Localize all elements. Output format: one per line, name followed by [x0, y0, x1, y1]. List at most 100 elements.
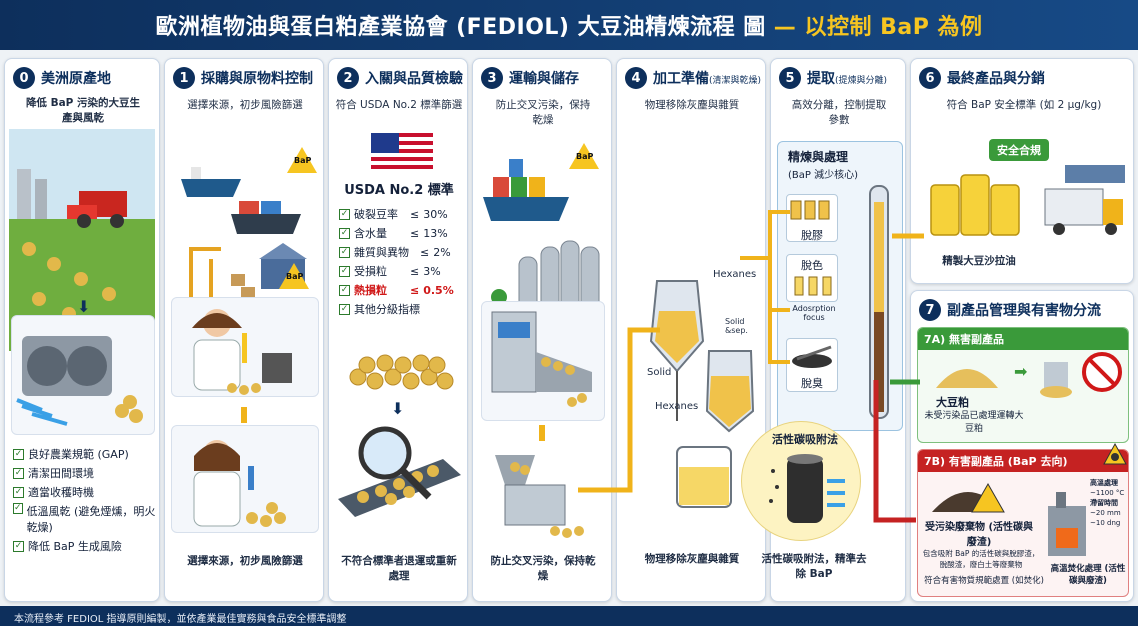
- bleaching-stage: 脫色: [786, 254, 838, 302]
- soybean-pile-icon: [349, 354, 454, 390]
- bap-warning-icon: BaP: [569, 143, 599, 169]
- step-1-bottom-text: 選擇來源，初步風險篩選: [187, 555, 303, 567]
- lab-scientist-icon: [192, 309, 292, 395]
- bap-warning-icon: BaP: [287, 147, 317, 173]
- check-icon: ✓: [339, 246, 350, 258]
- arrow-right-icon: ➡: [1014, 362, 1028, 381]
- criteria-item: ✓雜質與異物≤2%: [339, 245, 451, 259]
- step-1-subtitle: 選擇來源，初步風險篩選: [187, 99, 303, 111]
- step-4-subtitle: 物理移除灰塵與雜質: [644, 99, 740, 111]
- criteria-item-highlight: ✓熱損粒≤0.5%: [339, 283, 454, 297]
- dryer-panel: [11, 315, 155, 435]
- product-name: 精製大豆沙拉油: [942, 255, 1016, 267]
- check-icon: ✓: [339, 303, 350, 315]
- harmful-byproduct-panel: 7B) 有害副產品 (BaP 去向) 受污染廢棄物 (活性碳與廢渣) 包含吸附 …: [917, 442, 1129, 597]
- step-1-head: 1 採購與原物料控制: [173, 67, 313, 89]
- carbon-filter-icon: [769, 454, 845, 523]
- oil-products-icon: [930, 165, 1125, 236]
- step-0-subtitle: 降低 BaP 污染的大豆生產與風乾: [25, 97, 141, 124]
- temp-info: 高溫處理 ~1100 °C 滯留時間 ~20 mm ~10 dng: [1090, 478, 1128, 528]
- adsorption-label: Adosrption focus: [792, 304, 836, 322]
- check-icon: ✓: [339, 284, 350, 296]
- compliance-badge: 安全合規: [989, 139, 1049, 161]
- lab-panel-2: [171, 425, 319, 533]
- lab-panel-1: [171, 297, 319, 397]
- step-1-column: 1 採購與原物料控制 選擇來源，初步風險篩選 BaP BaP: [164, 58, 324, 602]
- dryer-icon: [16, 336, 143, 426]
- jars-icon: [790, 200, 830, 220]
- no-burn-icon: [1082, 352, 1122, 392]
- step-6-number: 6: [919, 67, 941, 89]
- step-5-title: 提取(提煉與分離): [807, 71, 888, 87]
- farm-illustration: [9, 129, 155, 351]
- step-3-subtitle: 防止交叉污染，保持乾燥: [495, 99, 591, 126]
- harmless-item: 大豆粕: [936, 396, 969, 409]
- down-arrow-2: ⬇: [391, 399, 405, 418]
- skull-icon: [1103, 442, 1127, 465]
- solid-sep-label: Solid &sep.: [725, 317, 748, 335]
- refining-column-icon: [869, 185, 889, 419]
- step-3-head: 3 運輸與儲存: [481, 67, 579, 89]
- check-item: ✓適當收穫時機: [13, 486, 94, 499]
- step-5-subtitle: 高效分離，控制提取參數: [791, 99, 887, 126]
- harmless-desc: 未受污染品已處理運轉大豆粕: [924, 411, 1024, 434]
- refining-panel: 精煉與處理 (BaP 減少核心) 脫膠 脫色 Adosrption focus …: [777, 141, 903, 431]
- step-4-bottom-text: 物理移除灰塵與雜質: [644, 553, 740, 565]
- refining-subtitle: (BaP 減少核心): [788, 170, 858, 181]
- harmless-title: 7A) 無害副產品: [918, 328, 1128, 350]
- extraction-tanks-icon: [649, 280, 755, 508]
- cleaning-machine-icon: [491, 311, 592, 407]
- criteria-item: ✓受損粒≤3%: [339, 264, 441, 278]
- waste-pile-icon: [932, 482, 1005, 513]
- check-icon: ✓: [339, 208, 350, 220]
- step-4-head: 4 加工準備(清潔與乾燥): [625, 67, 761, 89]
- check-icon: ✓: [13, 503, 23, 514]
- check-item: ✓良好農業規範 (GAP): [13, 448, 129, 461]
- check-icon: ✓: [13, 540, 24, 552]
- step-7-number: 7: [919, 299, 941, 321]
- down-arrow-0: ⬇: [77, 297, 91, 316]
- step-0-number: 0: [13, 67, 35, 89]
- step-3-number: 3: [481, 67, 503, 89]
- check-icon: ✓: [13, 486, 24, 498]
- harmless-byproduct-panel: 7A) 無害副產品 大豆粕 未受污染品已處理運轉大豆粕 ➡: [917, 327, 1129, 443]
- usda-criteria-list: ✓破裂豆率≤30% ✓含水量≤13% ✓雜質與異物≤2% ✓受損粒≤3% ✓熱損…: [339, 203, 465, 320]
- harmful-item: 受污染廢棄物 (活性碳與廢渣): [924, 522, 1034, 548]
- step-2-subtitle: 符合 USDA No.2 標準篩選: [335, 99, 463, 111]
- step-4-title: 加工準備(清潔與乾燥): [653, 71, 762, 87]
- us-flag-icon: [371, 133, 433, 173]
- step-4-column: 4 加工準備(清潔與乾燥) 物理移除灰塵與雜質 Hexanes Solid &s…: [616, 58, 766, 602]
- feed-icon: [1040, 362, 1072, 398]
- usda-title: USDA No.2 標準: [344, 183, 454, 198]
- dryer-machine-icon: [495, 455, 584, 538]
- page-header: 歐洲植物油與蛋白粕產業協會 (FEDIOL) 大豆油精煉流程 圖 — 以控制 B…: [0, 0, 1138, 50]
- step-0-column: 0 美洲原產地 降低 BaP 污染的大豆生產與風乾 ⬇ ✓良好農業規範 (GAP…: [4, 58, 160, 602]
- harmful-note: 符合有害物質規範處置 (如焚化): [924, 576, 1044, 586]
- bleaching-label: 脫色: [801, 259, 823, 272]
- check-icon: ✓: [13, 448, 24, 460]
- conveyor-magnifier-icon: [338, 426, 461, 517]
- machine-panel: [481, 301, 605, 421]
- tubes-icon: [794, 276, 832, 296]
- step-2-bottom-text: 不符合標準者退運或重新處理: [341, 555, 457, 582]
- check-item: ✓低溫風乾 (避免煙燻，明火乾燥): [13, 503, 156, 534]
- criteria-item: ✓其他分級指標: [339, 303, 420, 316]
- step-7-head: 7 副產品管理與有害物分流: [919, 299, 1101, 321]
- incinerator-label: 高溫焚化處理 (活性碳與廢渣): [1050, 564, 1126, 586]
- researcher-icon: [193, 440, 286, 527]
- criteria-item: ✓含水量≤13%: [339, 226, 448, 240]
- step-3-column: 3 運輸與儲存 防止交叉污染，保持乾燥 BaP 防止交叉污染，保持乾燥: [472, 58, 612, 602]
- step-1-title: 採購與原物料控制: [201, 71, 313, 87]
- degumming-label: 脫膠: [801, 229, 823, 242]
- check-item: ✓清潔田間環境: [13, 467, 94, 480]
- page-title-highlight: — 以控制 BaP 為例: [773, 15, 983, 40]
- step-6-subtitle: 符合 BaP 安全標準 (如 2 μg/kg): [946, 99, 1102, 111]
- incinerator-icon: [1048, 492, 1086, 556]
- carbon-powder-icon: [792, 345, 832, 368]
- harmful-desc: 包含吸附 BaP 的活性碳與脫膠渣，脫酸渣，廢白土等廢棄物: [922, 549, 1040, 569]
- deodorizing-label: 脫臭: [801, 377, 823, 390]
- step-2-number: 2: [337, 67, 359, 89]
- check-icon: ✓: [13, 467, 24, 479]
- down-arrow-1: [241, 407, 247, 423]
- step-0-checklist: ✓良好農業規範 (GAP) ✓清潔田間環境 ✓適當收穫時機 ✓低溫風乾 (避免煙…: [13, 443, 157, 557]
